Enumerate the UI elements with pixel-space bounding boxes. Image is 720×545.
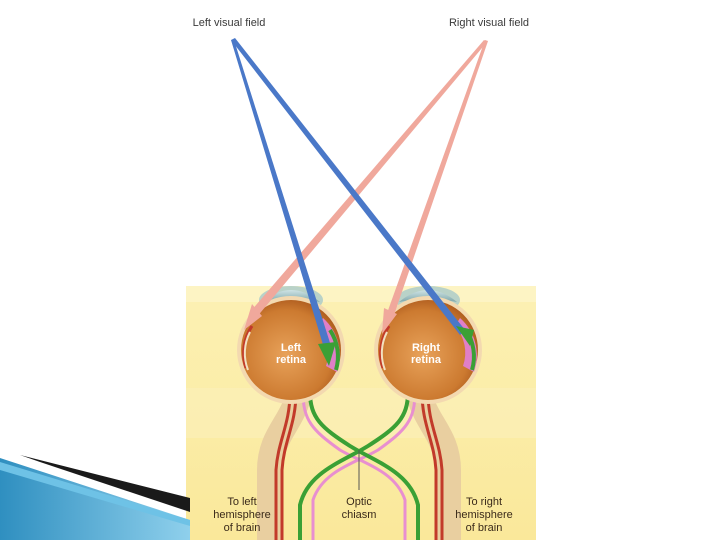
right-field-rays xyxy=(244,40,488,334)
right-retina-label-line2: retina xyxy=(411,354,441,366)
optic-chiasm-line1: Optic xyxy=(346,496,372,508)
decorative-corner xyxy=(0,455,190,540)
to-left-line2: hemisphere xyxy=(213,509,271,521)
to-right-line3: of brain xyxy=(465,522,503,534)
to-left-line1: To left xyxy=(227,496,257,508)
pink-pathway xyxy=(301,391,417,540)
to-left-hemisphere-label: To left hemisphere of brain xyxy=(206,496,278,535)
optic-chiasm-label: Optic chiasm xyxy=(332,496,386,522)
to-right-line2: hemisphere xyxy=(455,509,513,521)
left-visual-field-label: Left visual field xyxy=(192,17,266,29)
right-retina-label-line1: Right xyxy=(411,342,441,354)
left-retina-label: Left retina xyxy=(268,342,314,366)
left-retina-label-line2: retina xyxy=(276,354,306,366)
retina-arrowheads xyxy=(318,326,474,366)
optic-chiasm-line2: chiasm xyxy=(341,509,377,521)
green-pathway xyxy=(298,391,420,540)
left-retina-label-line1: Left xyxy=(280,342,302,354)
to-right-line1: To right xyxy=(465,496,503,508)
to-right-hemisphere-label: To right hemisphere of brain xyxy=(446,496,522,535)
right-retina-label: Right retina xyxy=(403,342,449,366)
to-left-line3: of brain xyxy=(223,522,261,534)
right-visual-field-label: Right visual field xyxy=(448,17,530,29)
left-field-rays xyxy=(231,38,465,348)
